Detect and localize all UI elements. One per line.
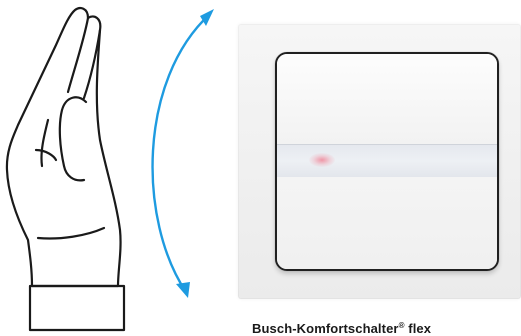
rocker-bottom-half (277, 177, 497, 269)
caption-brand: Busch-Komfortschalter (252, 321, 399, 336)
hand-icon (0, 0, 140, 336)
switch-rocker (275, 52, 499, 271)
caption-product: flex (405, 321, 432, 336)
led-strip (277, 144, 497, 178)
product-caption: Busch-Komfortschalter® flex (252, 321, 521, 336)
rocker-top-half (277, 54, 497, 144)
led-indicator-icon (309, 153, 335, 167)
double-arrow-icon (130, 0, 220, 310)
switch-frame (238, 24, 521, 299)
